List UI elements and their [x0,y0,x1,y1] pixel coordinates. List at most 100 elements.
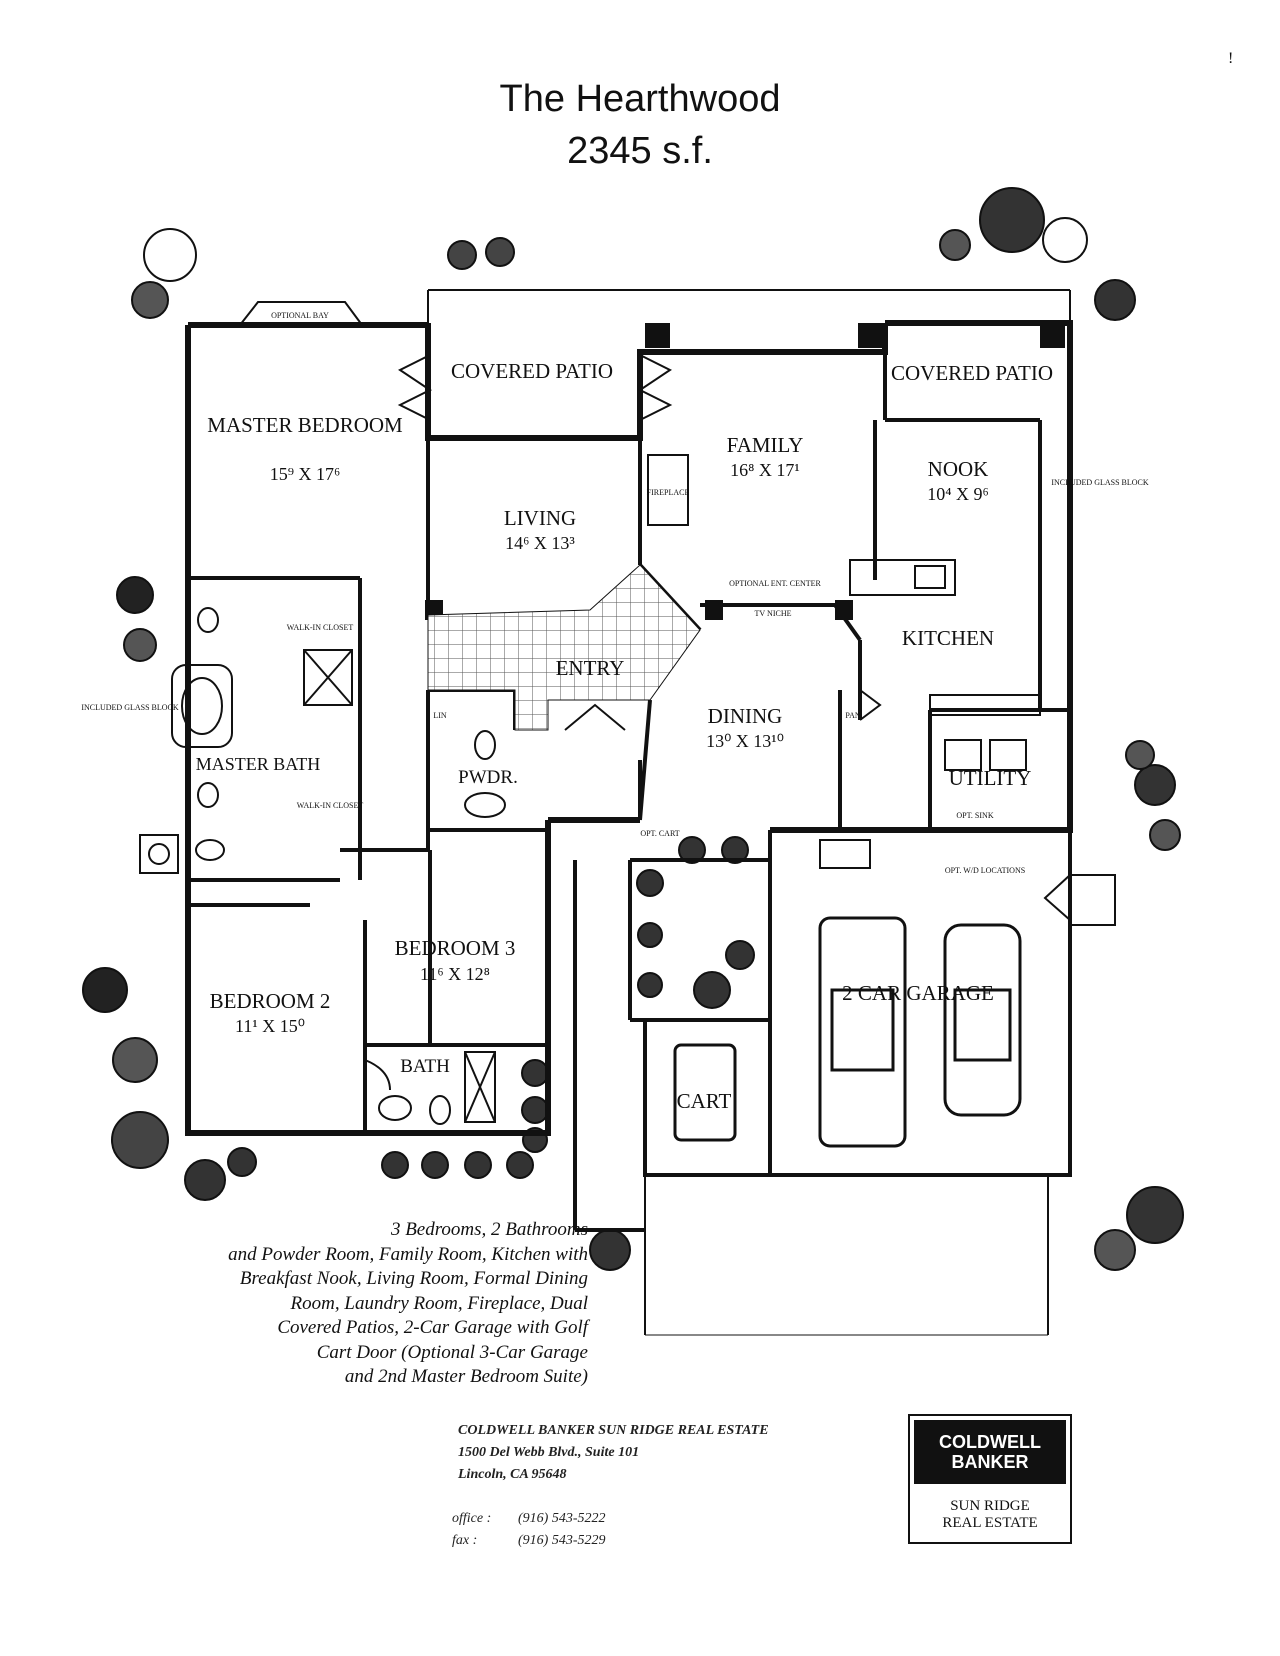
tub-icon [171,664,233,748]
sink-icon [378,1095,412,1121]
shrub-icon [589,1229,631,1271]
shrub-icon [82,967,128,1013]
nook-name: NOOK [928,457,989,481]
pantry-label: PAN [845,711,860,720]
shrub-icon [485,237,515,267]
shrub-icon [725,940,755,970]
coldwell-banker-logo: COLDWELL BANKER SUN RIDGE REAL ESTATE [908,1414,1072,1544]
opt-wd-locations-label: OPT. W/D LOCATIONS [945,866,1025,875]
shrub-icon [184,1159,226,1201]
tv-niche-label: TV NICHE [755,609,792,618]
living-name: LIVING [504,506,576,530]
square-footage: 2345 s.f. [567,130,713,172]
contact-block: office :(916) 543-5222 fax :(916) 543-52… [452,1508,606,1552]
shrub-icon [143,228,197,282]
garage-side-door [1069,874,1116,926]
description-line: Covered Patios, 2-Car Garage with Golf [277,1317,588,1338]
master-bath-name: MASTER BATH [196,754,321,774]
shrub-icon [678,836,706,864]
optional-bay-label: OPTIONAL BAY [271,311,329,320]
tub-basin-icon [181,677,223,735]
logo-line2: BANKER [951,1452,1029,1472]
living-dims: 14⁶ X 13³ [505,533,575,553]
description-line: Cart Door (Optional 3-Car Garage [316,1341,588,1363]
sink-icon [197,782,219,808]
shrub-icon [521,1059,549,1087]
shrub-icon [979,187,1045,253]
shrub-icon [421,1151,449,1179]
utility-name: UTILITY [949,766,1032,790]
logo-sub2: REAL ESTATE [942,1515,1038,1531]
office-label: office : [452,1511,492,1526]
shrub-icon [939,229,971,261]
dining-name: DINING [708,704,783,728]
cart-icon [673,1043,737,1142]
sink-icon [464,792,506,818]
bedroom2-dims: 11¹ X 15⁰ [235,1016,305,1036]
description-line: and 2nd Master Bedroom Suite) [344,1366,588,1387]
bedroom3-name: BEDROOM 3 [395,936,516,960]
shower-icon [303,649,353,706]
car-icon [818,916,907,1148]
optional-bay-outline [239,301,363,326]
walk-in-closet-label: WALK-IN CLOSET [287,623,354,632]
shrub-icon [637,922,663,948]
cars [673,916,1022,1148]
kitchen-name: KITCHEN [902,626,994,650]
walk-in-closet-label: WALK-IN CLOSET [297,801,364,810]
description-line: Room, Laundry Room, Fireplace, Dual [290,1292,588,1314]
cart-name: CART [677,1089,732,1113]
description-line: and Powder Room, Family Room, Kitchen wi… [228,1243,588,1265]
toilet-icon [429,1095,451,1125]
description-line: Breakfast Nook, Living Room, Formal Dini… [239,1268,588,1289]
glass-block-label: INCLUDED GLASS BLOCK [1051,478,1149,487]
shrub-icon [447,240,477,270]
shrub-icon [637,972,663,998]
description-line: 3 Bedrooms, 2 Bathrooms [390,1219,588,1240]
dining-dims: 13⁰ X 13¹⁰ [706,731,784,751]
counter-icon [929,694,1041,716]
fireplace-icon [647,454,689,526]
covered-patio-left-name: COVERED PATIO [451,359,613,383]
fireplace-label: FIREPLACE [647,488,690,497]
laundry-sink-icon [819,839,871,869]
master-bedroom-dims: 15⁹ X 17⁶ [270,464,341,484]
linen-label: LIN [433,711,447,720]
garage-name: 2 CAR GARAGE [842,981,994,1005]
office-phone: (916) 543-5222 [518,1511,606,1526]
plan-title: The Hearthwood [499,78,781,120]
water-heater-icon [139,834,179,874]
shrub-icon [381,1151,409,1179]
shrub-icon [721,836,749,864]
shrub-icon [1094,1229,1136,1271]
logo-subtitle: SUN RIDGE REAL ESTATE [910,1498,1070,1532]
shrub-icon [227,1147,257,1177]
logo-block: COLDWELL BANKER [914,1420,1066,1484]
shrub-icon [131,281,169,319]
bedroom2-name: BEDROOM 2 [210,989,331,1013]
landscaping [82,187,1184,1271]
shrub-icon [111,1111,169,1169]
washer-icon [944,739,982,771]
nook-dims: 10⁴ X 9⁶ [927,484,989,504]
plan-description: 3 Bedrooms, 2 Bathrooms and Powder Room,… [40,1218,588,1390]
shrub-icon [116,576,154,614]
car-icon [943,923,1022,1117]
covered-patio-right-name: COVERED PATIO [891,361,1053,385]
sink-icon [197,607,219,633]
optional-ent-center-label: OPTIONAL ENT. CENTER [729,579,821,588]
shrub-icon [1134,764,1176,806]
fixtures [139,454,1041,1125]
toilet-icon [474,730,496,760]
shrub-icon [506,1151,534,1179]
opt-cart-label: OPT. CART [640,829,679,838]
bedroom3-dims: 11⁶ X 12⁸ [420,964,490,984]
opt-sink-label: OPT. SINK [956,811,993,820]
shrub-icon [1125,740,1155,770]
logo-line1: COLDWELL [939,1432,1041,1452]
shrub-icon [693,971,731,1009]
dryer-icon [989,739,1027,771]
agency-name: COLDWELL BANKER SUN RIDGE REAL ESTATE [458,1423,769,1438]
corner-mark: ! [1228,50,1234,67]
